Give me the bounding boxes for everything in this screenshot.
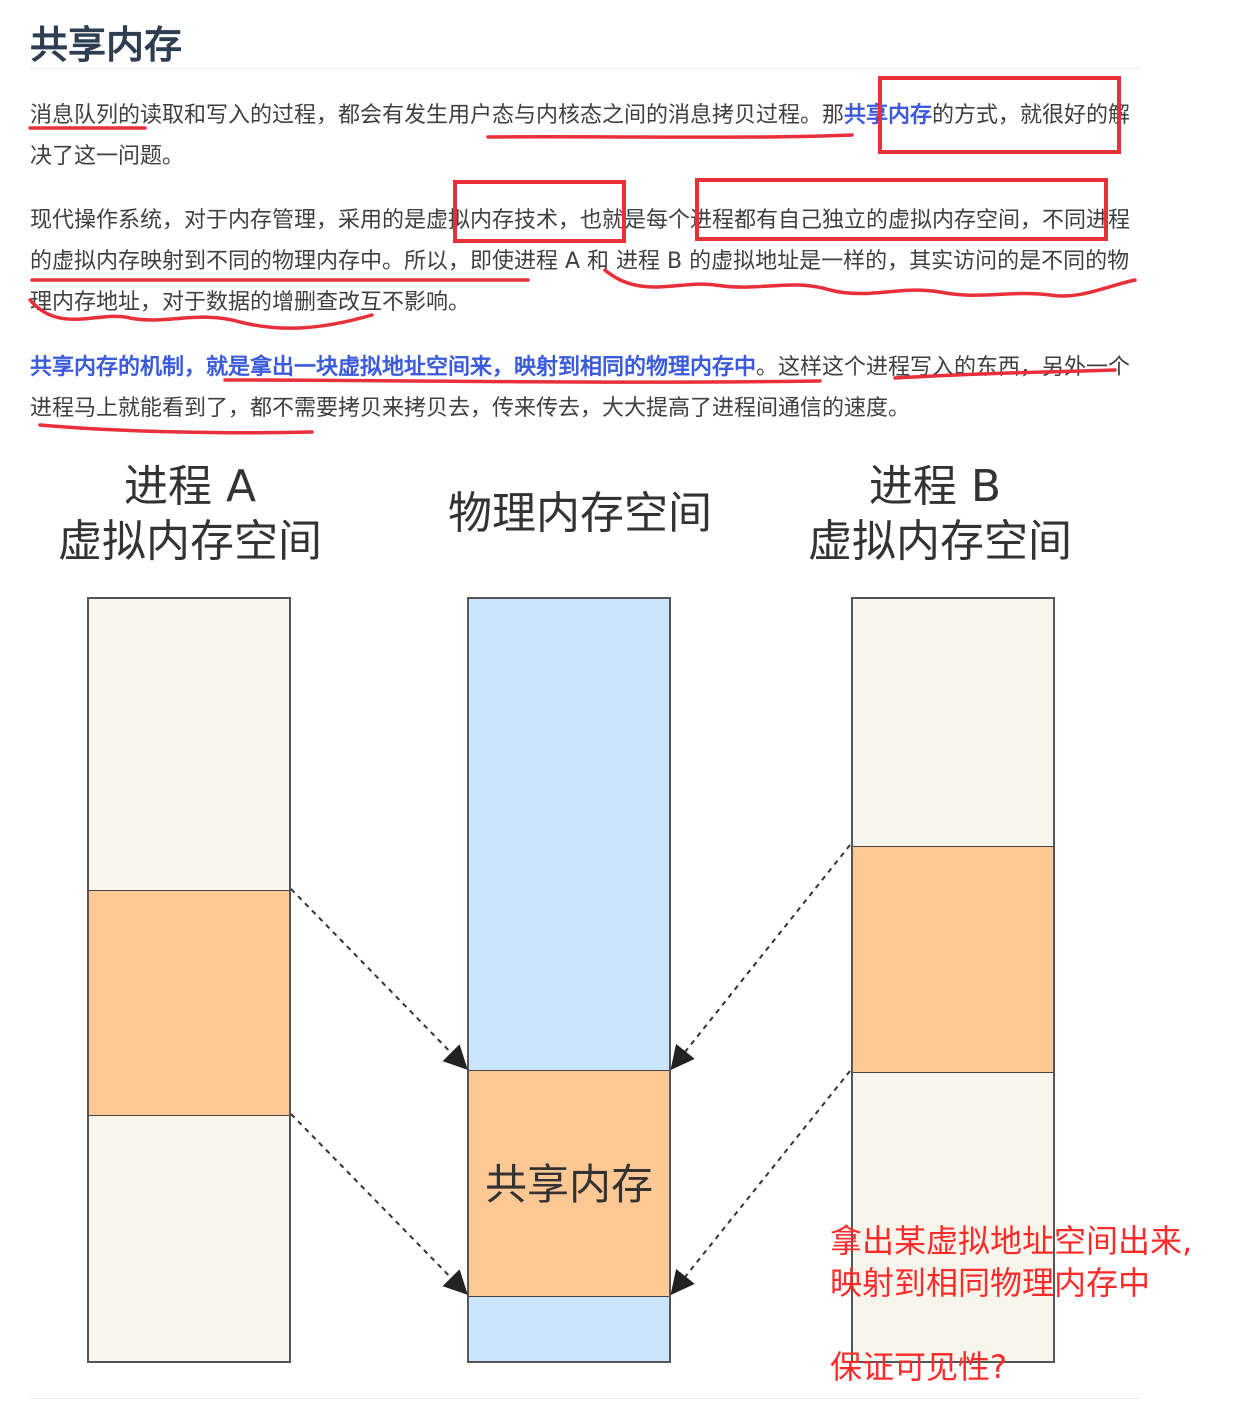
arrow-a-top (290, 888, 468, 1070)
p3-highlight: 共享内存的机制，就是拿出一块虚拟地址空间来，映射到相同的物理内存中 (30, 355, 757, 380)
physical-memory-column (467, 597, 671, 1363)
physical-region-bottom (469, 1297, 669, 1361)
title-divider (30, 68, 1140, 69)
arrow-b-top (670, 844, 851, 1071)
note-line-1: 拿出某虚拟地址空间出来, (830, 1222, 1193, 1260)
arrow-a-bottom (290, 1113, 468, 1295)
paragraph-3: 共享内存的机制，就是拿出一块虚拟地址空间来，映射到相同的物理内存中。这样这个进程… (30, 347, 1140, 429)
process-b-sublabel: 虚拟内存空间 (808, 516, 1072, 567)
arrow-b-bottom (670, 1070, 851, 1296)
process-b-memory-column (851, 597, 1055, 1363)
p1-text-c: 的方式，就很好的解决了这一问题。 (30, 103, 1131, 169)
process-a-region-bottom (89, 1116, 289, 1361)
process-a-sublabel: 虚拟内存空间 (58, 516, 322, 567)
process-b-label: 进程 B (868, 461, 1002, 512)
note-line-2: 映射到相同物理内存中 (830, 1264, 1151, 1302)
paragraph-1: 消息队列的读取和写入的过程，都会有发生用户态与内核态之间的消息拷贝过程。那共享内… (30, 95, 1140, 177)
process-a-label: 进程 A (123, 461, 257, 512)
bottom-divider (30, 1398, 1140, 1399)
p2-text: 现代操作系统，对于内存管理，采用的是虚拟内存技术，也就是每个进程都有自己独立的虚… (30, 208, 1131, 315)
process-b-region-bottom (853, 1073, 1053, 1361)
p1-text-a: 消息队列的读取和写入的过程，都会有发生用户态与内核态之间的消息拷贝过程。那 (30, 103, 845, 128)
paragraph-2: 现代操作系统，对于内存管理，采用的是虚拟内存技术，也就是每个进程都有自己独立的虚… (30, 200, 1140, 323)
page-title: 共享内存 (30, 23, 183, 67)
annotation-box-independent-space (695, 178, 1108, 241)
process-b-shared-region (853, 847, 1053, 1073)
physical-memory-label: 物理内存空间 (448, 488, 712, 539)
physical-shared-region (469, 1071, 669, 1297)
annotation-box-shared-memory (878, 76, 1121, 154)
process-a-memory-column (87, 597, 291, 1363)
annotation-box-virtual-memory (453, 180, 626, 243)
process-a-region-top (89, 599, 289, 891)
shared-memory-label: 共享内存 (484, 1160, 653, 1209)
note-line-3: 保证可见性? (830, 1348, 1007, 1386)
process-b-region-top (853, 599, 1053, 847)
p1-highlight: 共享内存 (844, 103, 933, 128)
process-a-shared-region (89, 891, 289, 1116)
physical-region-top (469, 599, 669, 1071)
